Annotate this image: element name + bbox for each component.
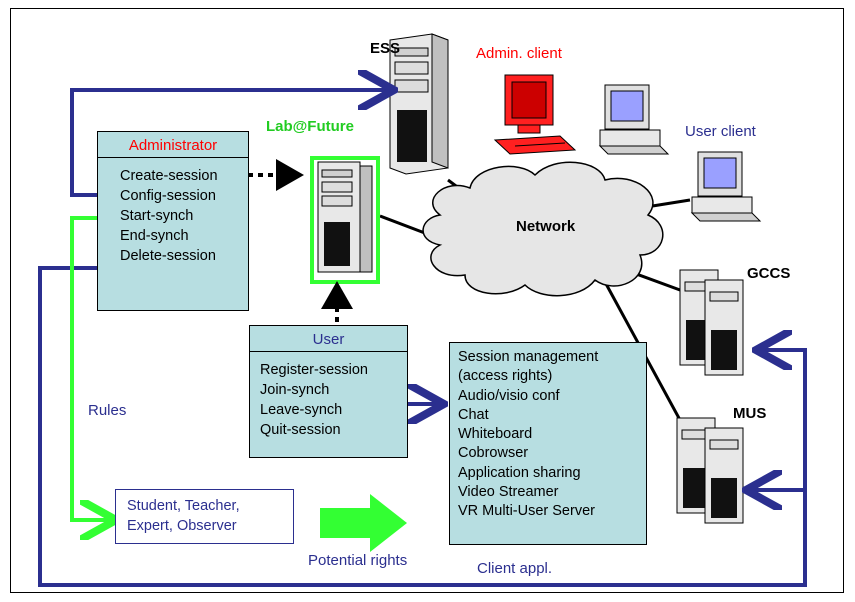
list-item: Delete-session xyxy=(120,248,216,264)
user-box: User Register-session Join-synch Leave-s… xyxy=(249,325,408,458)
list-item: Quit-session xyxy=(260,422,341,438)
administrator-actions: Create-session Config-session Start-sync… xyxy=(98,158,248,266)
admin-client-label: Admin. client xyxy=(476,45,562,62)
list-item: Join-synch xyxy=(260,382,330,398)
mus-label: MUS xyxy=(733,405,767,422)
mus-server-icon xyxy=(676,417,744,524)
list-item: Whiteboard xyxy=(458,426,533,443)
admin-client-icon xyxy=(493,74,577,155)
gccs-label: GCCS xyxy=(747,265,791,282)
gccs-feedback-arrow xyxy=(760,350,807,490)
user-title: User xyxy=(250,326,407,352)
ess-label: ESS xyxy=(370,40,401,57)
gccs-server-icon xyxy=(679,269,744,376)
user-actions: Register-session Join-synch Leave-synch … xyxy=(250,352,407,440)
feedback-loop-arrow xyxy=(38,266,807,587)
potential-rights-arrow xyxy=(320,494,407,552)
list-item: Video Streamer xyxy=(458,484,559,501)
list-item: VR Multi-User Server xyxy=(458,503,595,520)
list-item: Cobrowser xyxy=(458,445,529,462)
network-cloud xyxy=(422,161,664,297)
administrator-title: Administrator xyxy=(98,132,248,158)
list-item: Create-session xyxy=(120,168,218,184)
administrator-box: Administrator Create-session Config-sess… xyxy=(97,131,249,311)
user-client-label: User client xyxy=(685,123,756,140)
diagram-frame xyxy=(10,8,844,593)
list-item: Config-session xyxy=(120,188,216,204)
user-client-top-icon xyxy=(598,84,670,155)
potential-rights-label: Potential rights xyxy=(308,552,408,569)
list-item: Audio/visio conf xyxy=(458,387,560,404)
roles-line: Student, Teacher, xyxy=(127,498,240,514)
list-item: Session management xyxy=(458,349,599,365)
list-item: Application sharing xyxy=(458,464,581,481)
list-item: Register-session xyxy=(260,362,368,378)
roles-box: Student, Teacher, Expert, Observer xyxy=(115,489,294,544)
list-item: End-synch xyxy=(120,228,189,244)
rules-arrow xyxy=(70,216,112,520)
lab-future-label: Lab@Future xyxy=(266,118,354,135)
list-item: Start-synch xyxy=(120,208,194,224)
network-label: Network xyxy=(516,218,576,235)
list-item: Chat xyxy=(458,406,489,423)
admin-to-ess-arrow xyxy=(70,90,390,197)
user-client-right-icon xyxy=(690,151,762,222)
lab-future-server-icon xyxy=(317,161,373,273)
ess-server-icon xyxy=(389,33,449,175)
client-appl-label: Client appl. xyxy=(477,560,553,577)
roles-line: Expert, Observer xyxy=(127,518,237,534)
rules-label: Rules xyxy=(88,402,127,419)
list-item: Leave-synch xyxy=(260,402,343,418)
list-item: (access rights) xyxy=(458,368,553,385)
client-applications-box: Session management (access rights) Audio… xyxy=(449,342,647,545)
